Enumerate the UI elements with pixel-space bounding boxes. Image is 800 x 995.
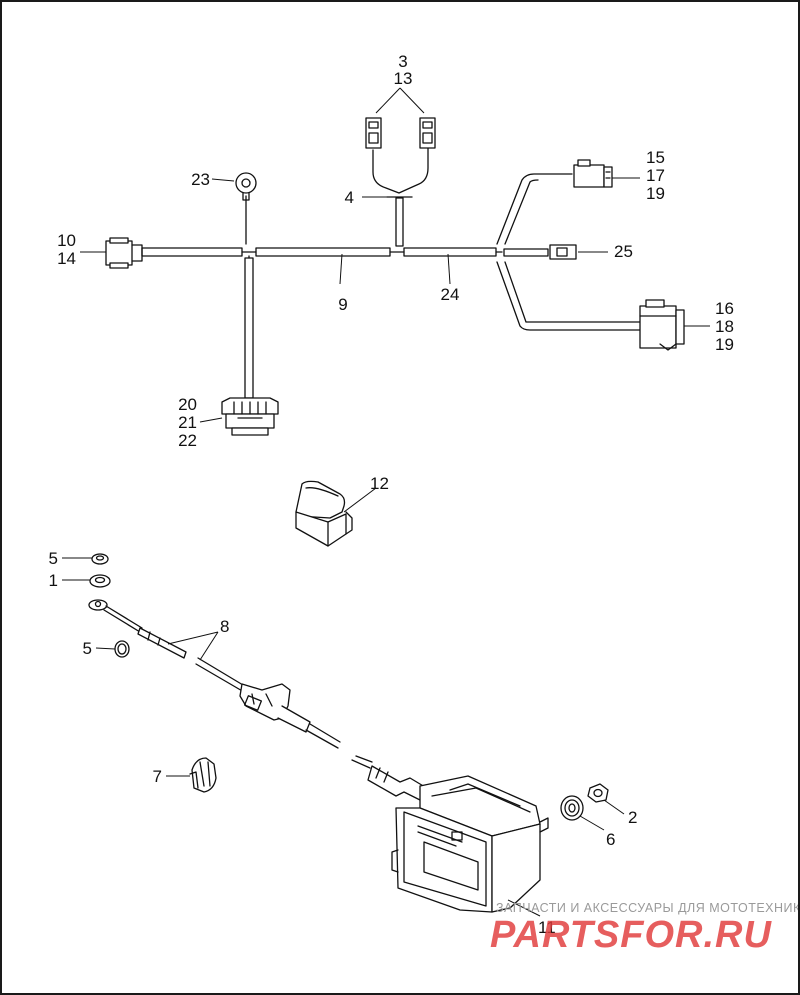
callout-11: 11 bbox=[538, 918, 556, 937]
ring-5-lower bbox=[114, 640, 130, 658]
callout-5-top: 5 bbox=[49, 549, 58, 568]
callout-1: 1 bbox=[49, 571, 58, 590]
callout-10: 10 bbox=[57, 231, 76, 250]
callout-6: 6 bbox=[606, 830, 615, 849]
callout-18: 18 bbox=[715, 317, 734, 336]
connector-3-13-right bbox=[419, 117, 436, 149]
connector-20-21-22 bbox=[221, 397, 279, 436]
callout-16: 16 bbox=[715, 299, 734, 318]
callout-15: 15 bbox=[646, 148, 665, 167]
sensor-cable-8 bbox=[88, 599, 373, 769]
callout-labels: 3 13 4 23 10 14 9 24 25 15 17 19 16 18 1… bbox=[49, 52, 734, 937]
callout-19-bottom: 19 bbox=[715, 335, 734, 354]
connector-16-18-19 bbox=[639, 299, 685, 351]
callout-23: 23 bbox=[191, 170, 210, 189]
callout-3: 3 bbox=[398, 52, 407, 71]
connector-10-14 bbox=[105, 237, 143, 269]
callout-8: 8 bbox=[220, 617, 229, 636]
grommet-6 bbox=[560, 795, 584, 821]
callout-24: 24 bbox=[441, 285, 460, 304]
callout-7: 7 bbox=[153, 767, 162, 786]
callout-19-top: 19 bbox=[646, 184, 665, 203]
washer-5-top bbox=[91, 553, 109, 565]
callout-17: 17 bbox=[646, 166, 665, 185]
connector-25 bbox=[549, 244, 577, 260]
leader-lines bbox=[62, 87, 710, 917]
clip-7 bbox=[189, 757, 217, 793]
nut-2 bbox=[587, 783, 609, 803]
callout-14: 14 bbox=[57, 249, 76, 268]
callout-9: 9 bbox=[338, 295, 347, 314]
callout-21: 21 bbox=[178, 413, 197, 432]
module-11 bbox=[367, 765, 549, 913]
callout-13: 13 bbox=[394, 69, 413, 88]
wiring-harness bbox=[141, 147, 641, 399]
washer-1 bbox=[89, 574, 111, 588]
callout-12: 12 bbox=[370, 474, 389, 493]
connector-3-13-left bbox=[365, 117, 382, 149]
connector-15-17-19 bbox=[573, 159, 613, 188]
watermark: ЗАПЧАСТИ И АКСЕССУАРЫ ДЛЯ МОТОТЕХНИКИ PA… bbox=[490, 901, 800, 956]
watermark-tagline: ЗАПЧАСТИ И АКСЕССУАРЫ ДЛЯ МОТОТЕХНИКИ bbox=[496, 901, 800, 915]
callout-4: 4 bbox=[345, 188, 354, 207]
callout-2: 2 bbox=[628, 808, 637, 827]
callout-22: 22 bbox=[178, 431, 197, 450]
callout-20: 20 bbox=[178, 395, 197, 414]
callout-25: 25 bbox=[614, 242, 633, 261]
watermark-brand: PARTSFOR.RU bbox=[490, 914, 772, 956]
callout-5-lower: 5 bbox=[83, 639, 92, 658]
ring-terminal-23 bbox=[235, 172, 257, 201]
switch-12 bbox=[295, 480, 353, 547]
